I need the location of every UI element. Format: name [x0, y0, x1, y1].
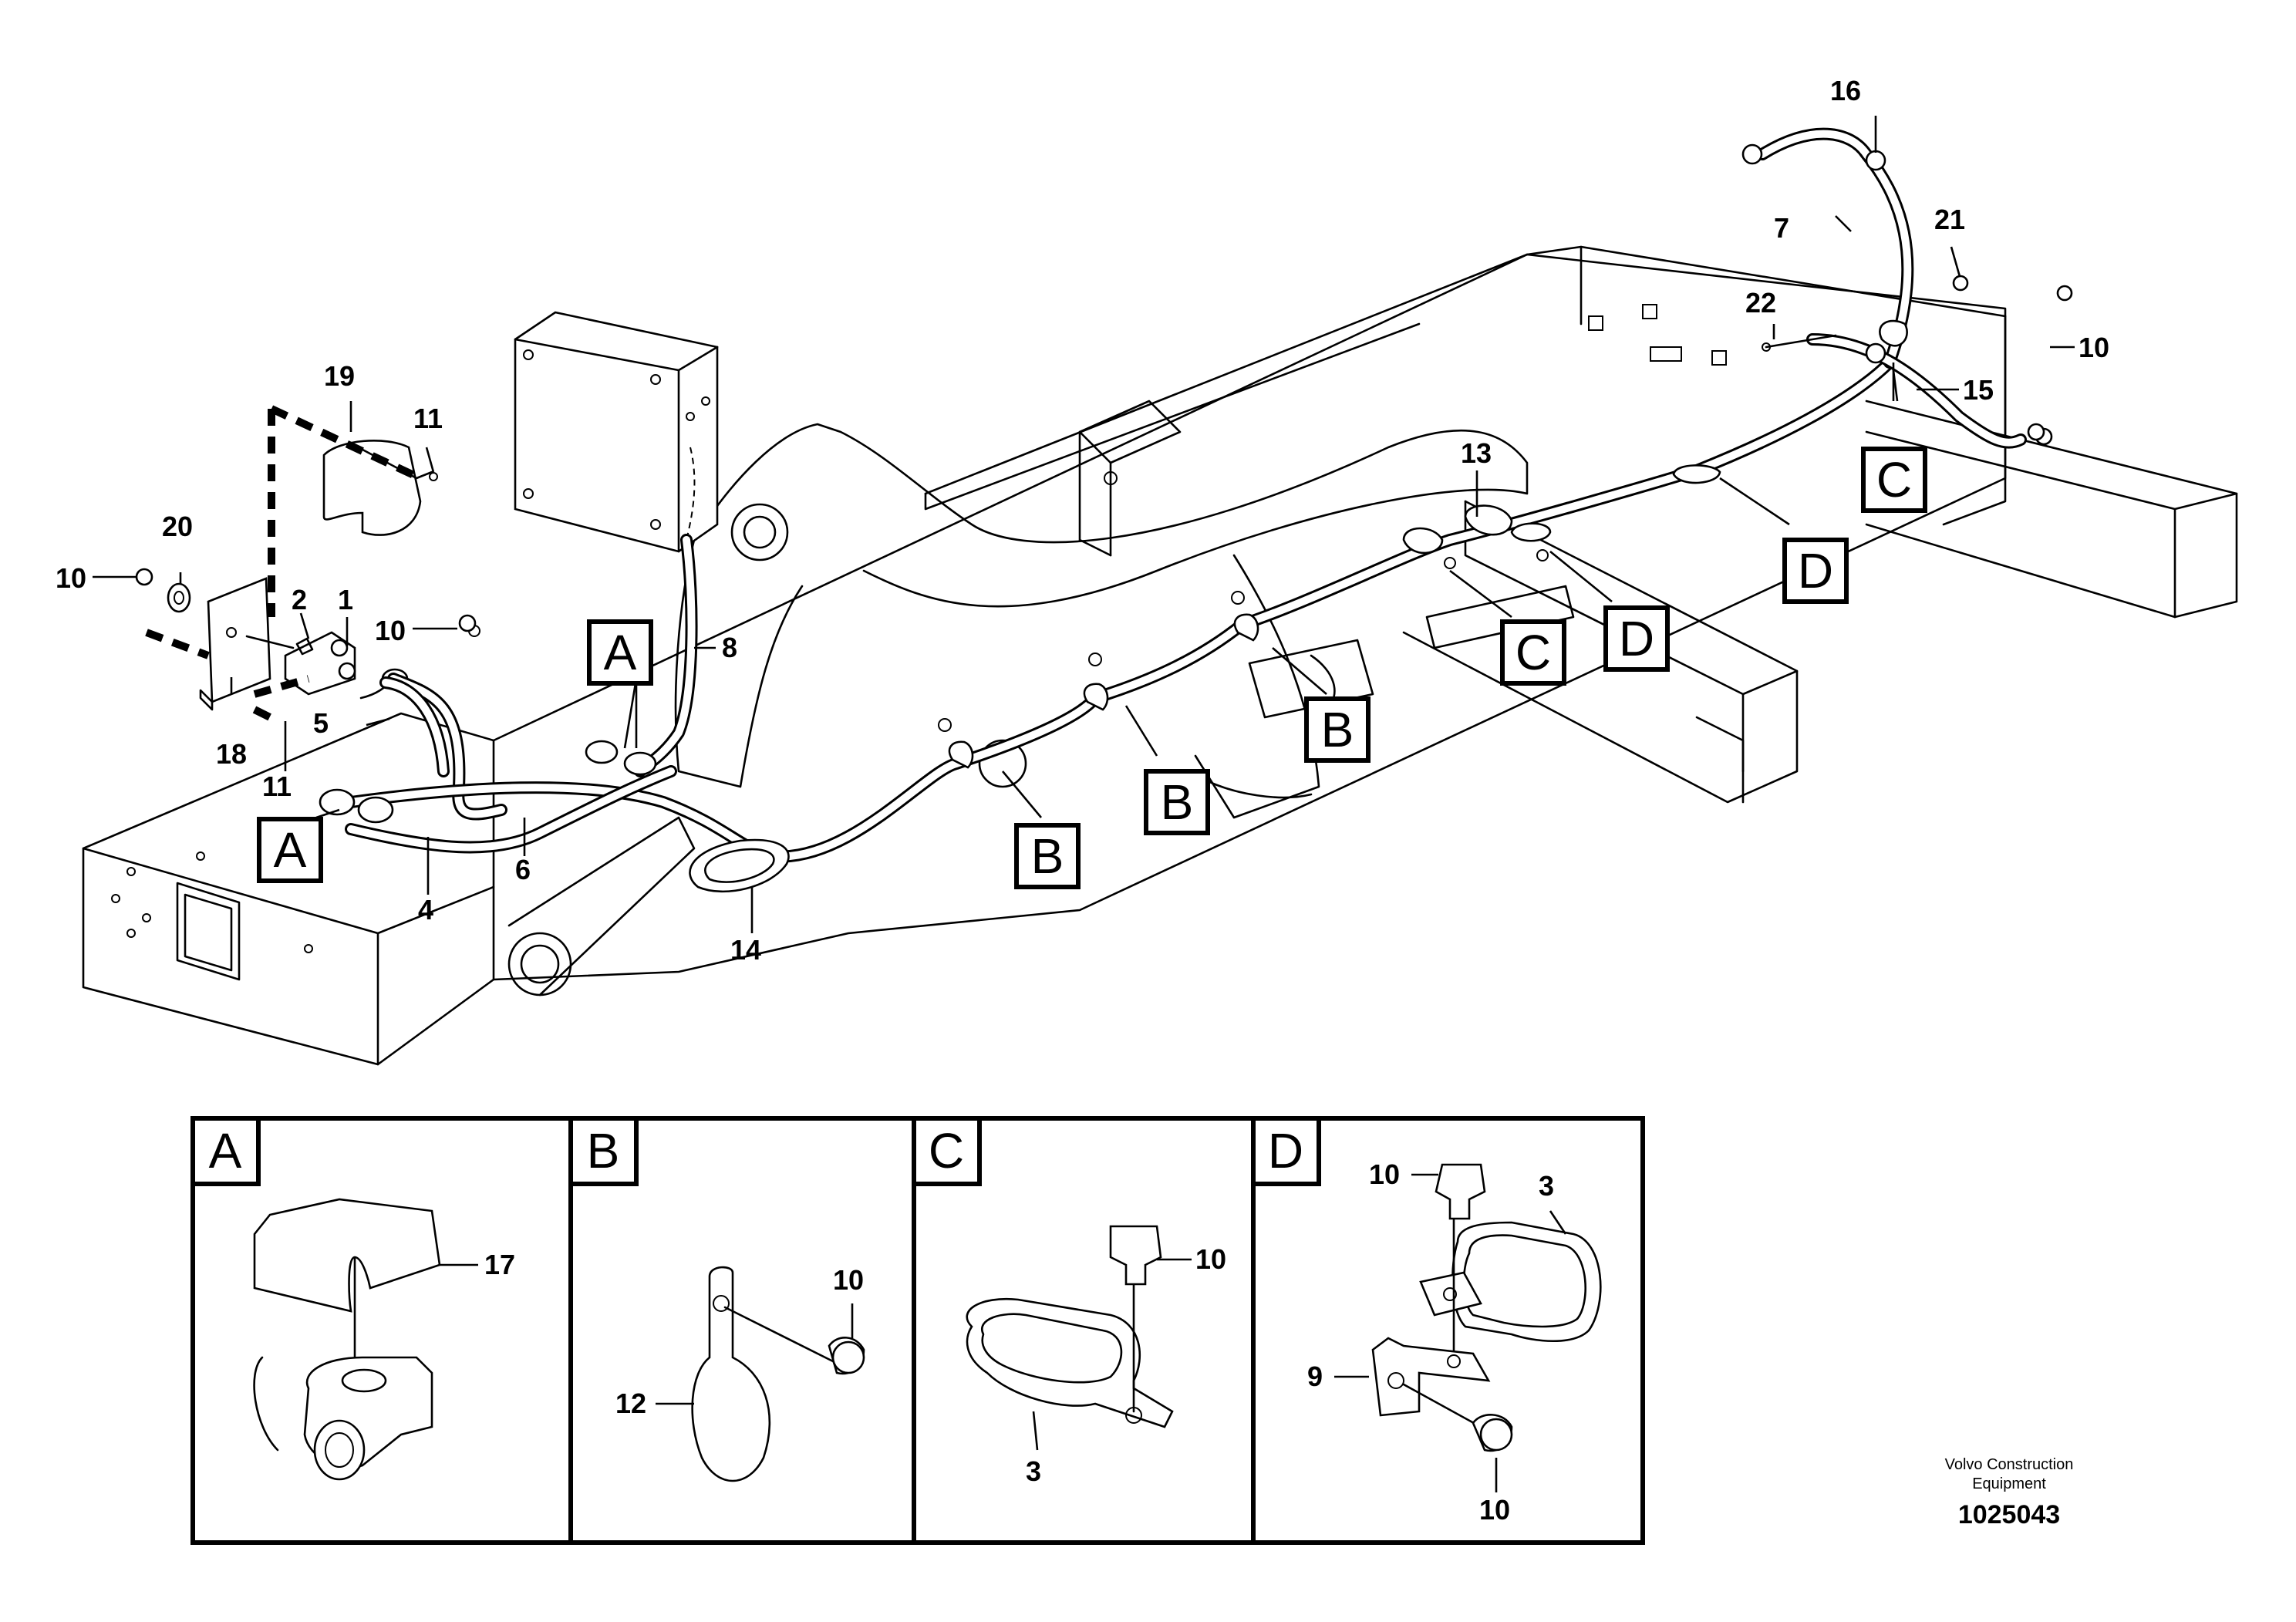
label-10-panel-b: 10	[833, 1264, 864, 1296]
label-10-panel-d-bottom: 10	[1479, 1494, 1510, 1526]
label-12: 12	[615, 1388, 646, 1419]
label-14: 14	[730, 934, 761, 966]
ref-b-2: B	[1161, 774, 1194, 830]
panel-b-title: B	[587, 1123, 620, 1179]
label-6: 6	[515, 854, 531, 885]
label-9: 9	[1307, 1361, 1323, 1392]
label-5: 5	[313, 707, 329, 739]
label-17: 17	[484, 1249, 515, 1280]
doc-number: 1025043	[1958, 1500, 2060, 1529]
label-4: 4	[418, 894, 433, 926]
label-10-right: 10	[2079, 332, 2109, 363]
ref-d-2: D	[1798, 543, 1833, 599]
callout-leaders	[93, 116, 2075, 933]
panel-c-title: C	[929, 1123, 964, 1179]
label-22: 22	[1745, 287, 1776, 319]
label-10-switch: 10	[375, 615, 406, 646]
control-box	[514, 311, 719, 553]
battery-switch-assembly	[145, 405, 480, 725]
ref-c-1: C	[1515, 625, 1551, 680]
ref-d-1: D	[1619, 611, 1654, 666]
ref-c-2: C	[1876, 452, 1912, 508]
label-2: 2	[292, 584, 307, 615]
panel-d-title: D	[1268, 1123, 1303, 1179]
label-16: 16	[1830, 75, 1861, 106]
part-number-labels: 1 2 18 20 10 10 11 19 5 11 4 6 8 14 13 7…	[56, 75, 2109, 966]
label-3-panel-d: 3	[1539, 1170, 1554, 1202]
detail-ref-boxes: A A B B B C D D C	[257, 447, 1927, 889]
label-13: 13	[1461, 437, 1492, 469]
label-19: 19	[324, 360, 355, 392]
label-3-panel-c: 3	[1026, 1455, 1041, 1487]
panel-a-title: A	[209, 1123, 242, 1179]
cable-clips	[135, 143, 2073, 893]
label-8: 8	[722, 632, 737, 663]
credit-line-1: Volvo Construction	[1945, 1456, 2074, 1473]
ref-b-3: B	[1321, 702, 1354, 757]
detail-panels: A B C D 17 10 12 10 3	[190, 1116, 1645, 1545]
label-11-top: 11	[413, 403, 443, 434]
ref-b-1: B	[1031, 828, 1064, 884]
label-10-panel-d-top: 10	[1369, 1158, 1400, 1190]
detail-ref-leaders	[315, 369, 1899, 819]
label-11-bottom: 11	[262, 771, 292, 802]
label-15: 15	[1963, 374, 1994, 406]
label-21: 21	[1934, 204, 1965, 235]
credit-line-2: Equipment	[1972, 1475, 2046, 1492]
label-18: 18	[216, 738, 247, 770]
ref-a-top: A	[604, 625, 637, 680]
label-7: 7	[1774, 212, 1789, 244]
label-10-panel-c: 10	[1195, 1243, 1226, 1275]
ref-a-left: A	[274, 822, 307, 878]
label-1: 1	[338, 584, 353, 615]
label-10-left: 10	[56, 562, 86, 594]
label-20: 20	[162, 511, 193, 542]
chassis-frame	[82, 245, 2238, 1066]
